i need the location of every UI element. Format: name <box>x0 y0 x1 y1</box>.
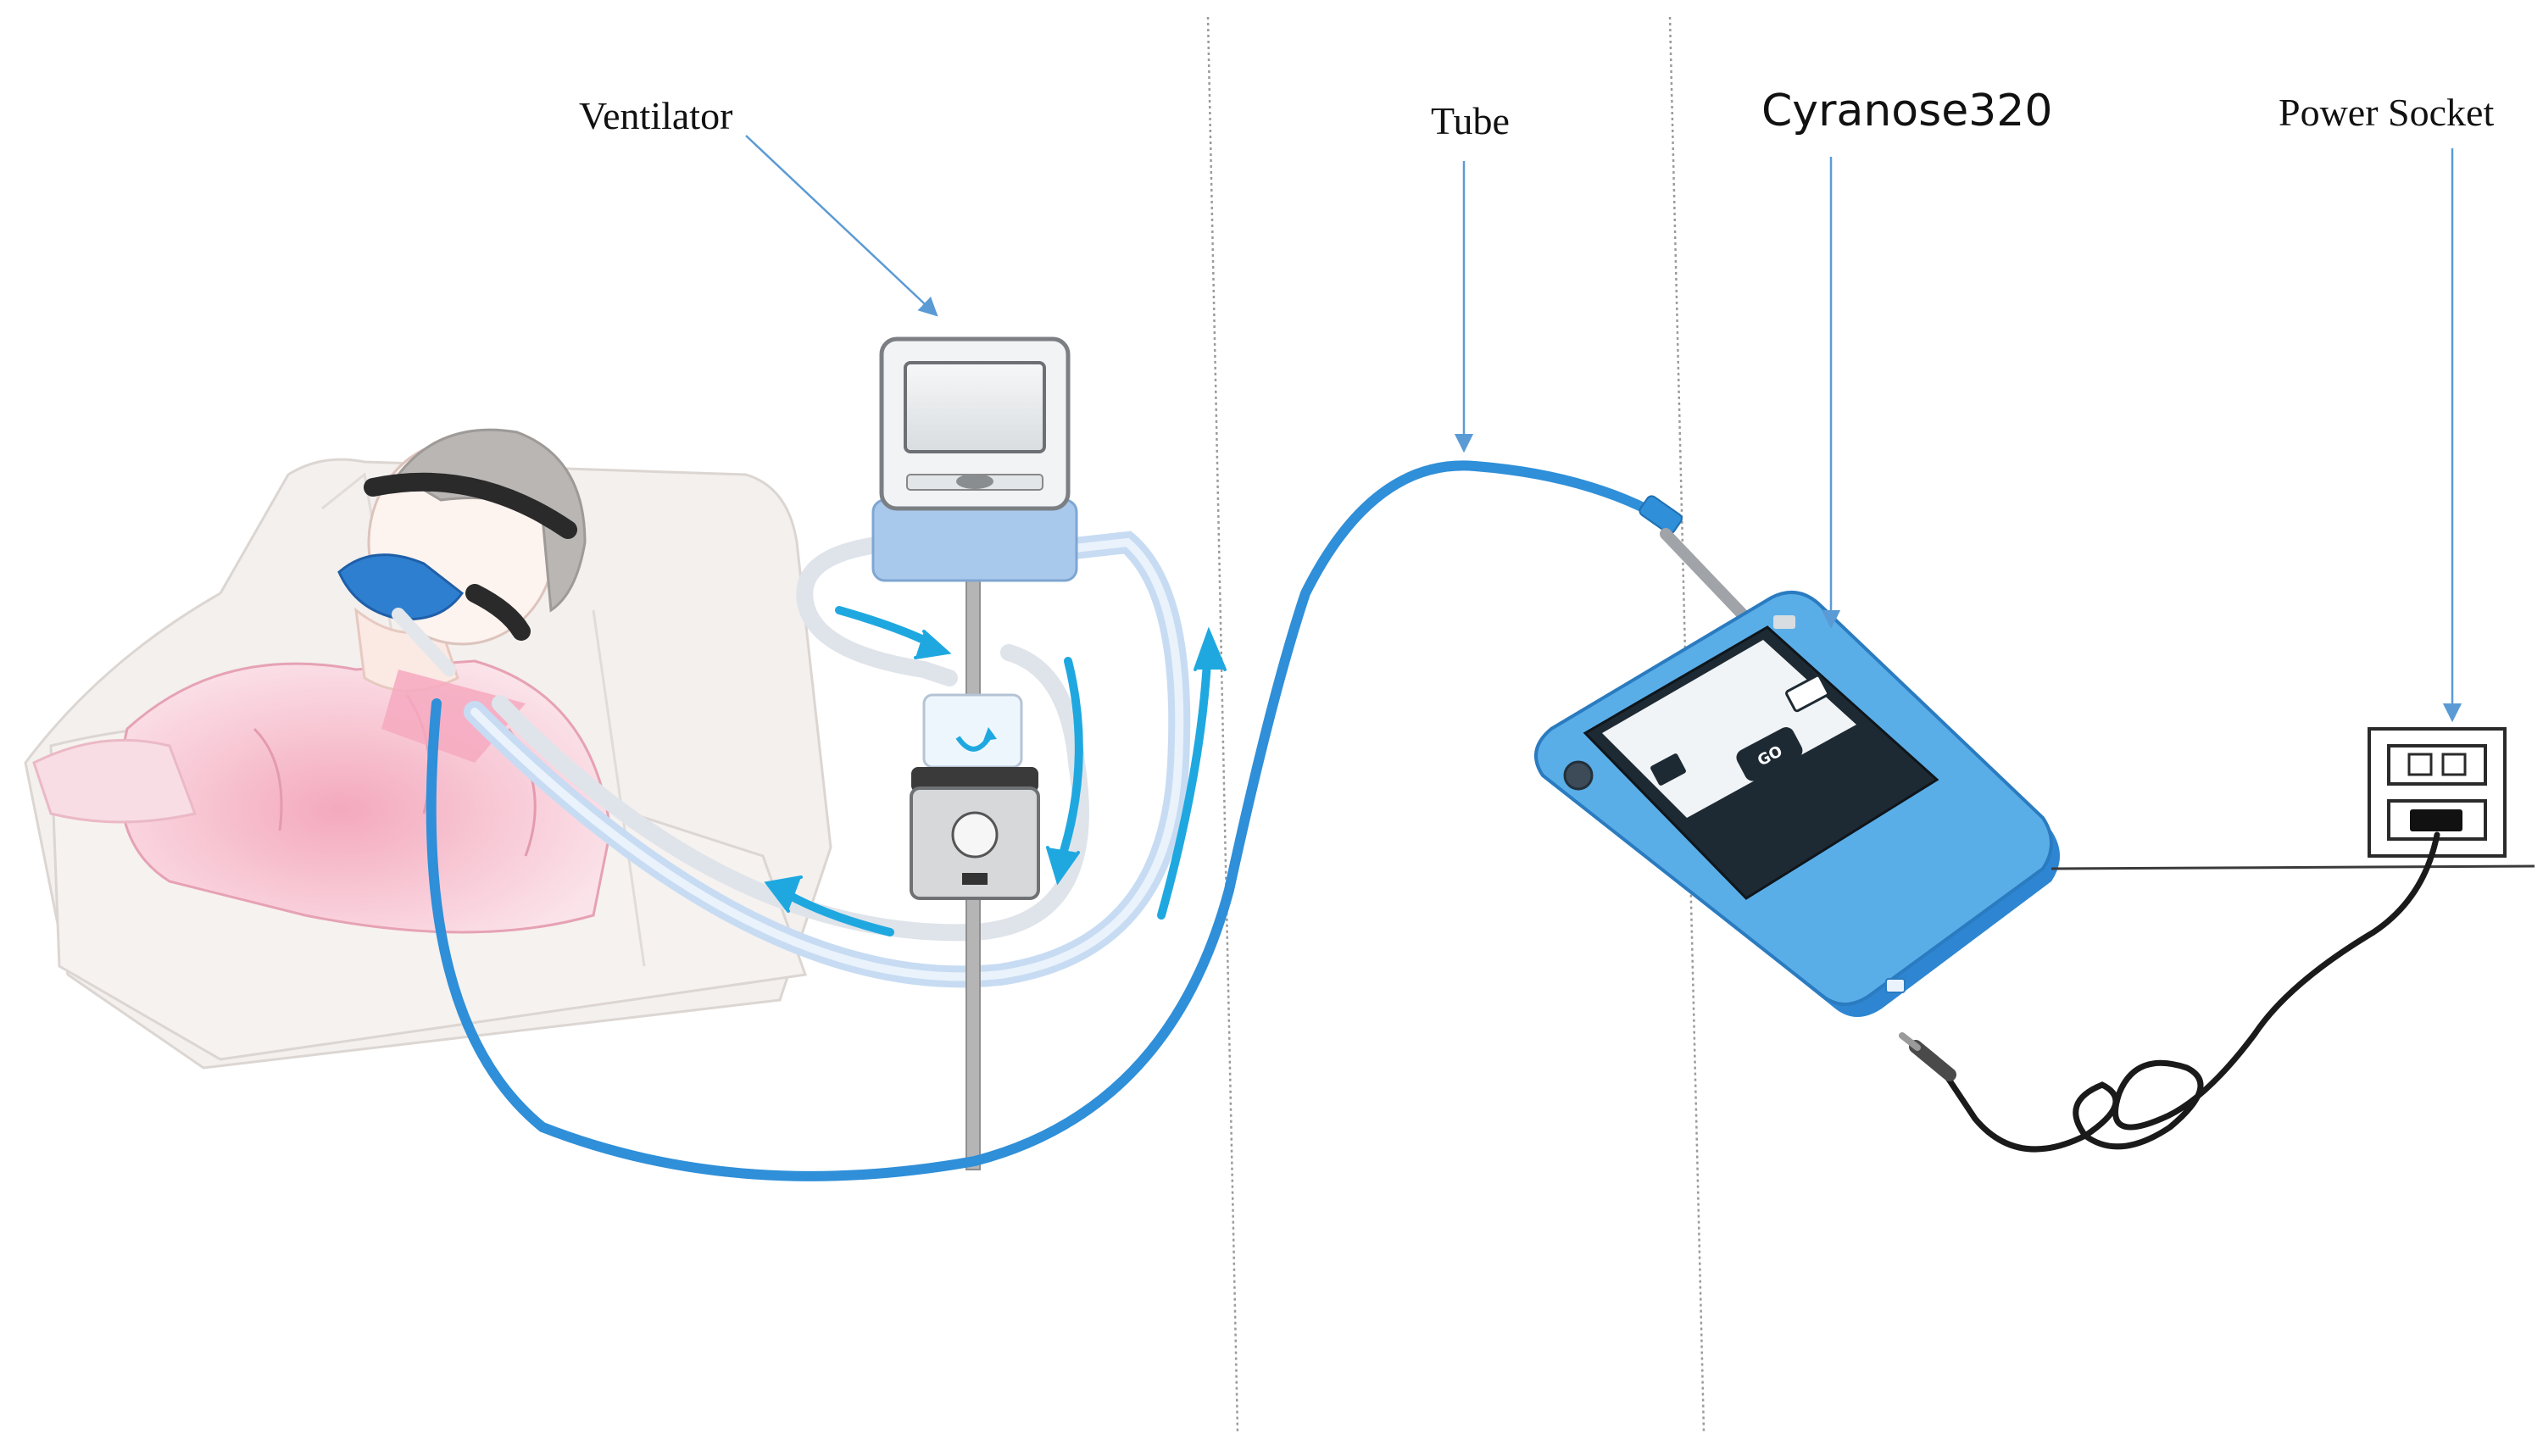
cyranose-device: GO <box>1534 590 2060 1017</box>
ventilator-pointer <box>745 135 938 317</box>
ventilator <box>871 336 1078 1170</box>
device-probe <box>1660 528 1761 633</box>
patient <box>32 428 612 934</box>
power-plug <box>1909 1040 1956 1081</box>
airflow-arrows <box>764 606 1227 936</box>
ventilator-label: Ventilator <box>579 94 733 137</box>
ventilator-hoses <box>464 531 1191 988</box>
table-edge <box>2051 864 2535 870</box>
power-socket-label: Power Socket <box>2279 91 2495 134</box>
cyranose-label: Cyranose320 <box>1761 86 2053 136</box>
tube-connector <box>1639 495 1683 535</box>
power-socket <box>2368 727 2507 858</box>
section-divider-1 <box>1206 16 1239 1433</box>
sampling-tube <box>426 460 1667 1181</box>
power-cable <box>1938 831 2440 1153</box>
tube-label: Tube <box>1431 99 1510 142</box>
